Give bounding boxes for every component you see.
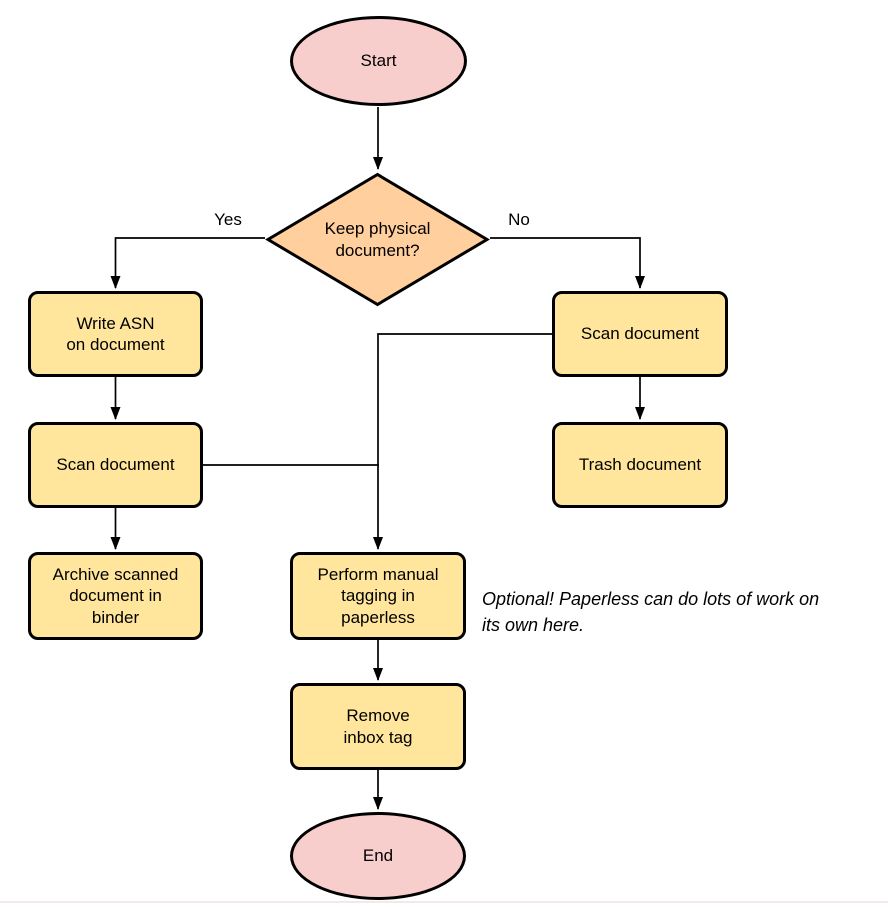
edge-scan-right-to-tagging: [373, 333, 552, 550]
node-manual-tagging: Perform manual tagging in paperless: [290, 552, 466, 640]
node-remove-inbox-tag-label: Remove inbox tag: [343, 706, 413, 747]
node-trash-document-label: Trash document: [578, 455, 702, 475]
node-end-label: End: [362, 846, 394, 866]
node-decision: Keep physical document?: [265, 172, 490, 307]
node-archive-binder: Archive scanned document in binder: [28, 552, 203, 640]
edge-label-no: No: [508, 210, 530, 229]
node-scan-document-right-label: Scan document: [580, 324, 700, 344]
node-scan-document-right: Scan document: [552, 291, 728, 377]
edge-decision-to-scan-right: [490, 237, 645, 289]
node-write-asn-label: Write ASN on document: [66, 313, 165, 354]
node-write-asn: Write ASN on document: [28, 291, 203, 377]
edge-decision-to-write-asn: [110, 237, 265, 289]
annotation-optional: Optional! Paperless can do lots of work …: [482, 589, 820, 636]
node-end: End: [290, 812, 466, 900]
node-start-label: Start: [360, 51, 397, 71]
node-scan-document-left: Scan document: [28, 422, 203, 508]
node-scan-document-left-label: Scan document: [56, 455, 175, 475]
node-remove-inbox-tag: Remove inbox tag: [290, 683, 466, 770]
diamond-icon: [265, 172, 490, 307]
node-trash-document: Trash document: [552, 422, 728, 508]
node-start: Start: [290, 16, 467, 106]
edge-label-yes: Yes: [214, 210, 242, 229]
bottom-rule: [0, 901, 888, 903]
node-manual-tagging-label: Perform manual tagging in paperless: [317, 565, 439, 627]
node-archive-binder-label: Archive scanned document in binder: [52, 565, 179, 627]
